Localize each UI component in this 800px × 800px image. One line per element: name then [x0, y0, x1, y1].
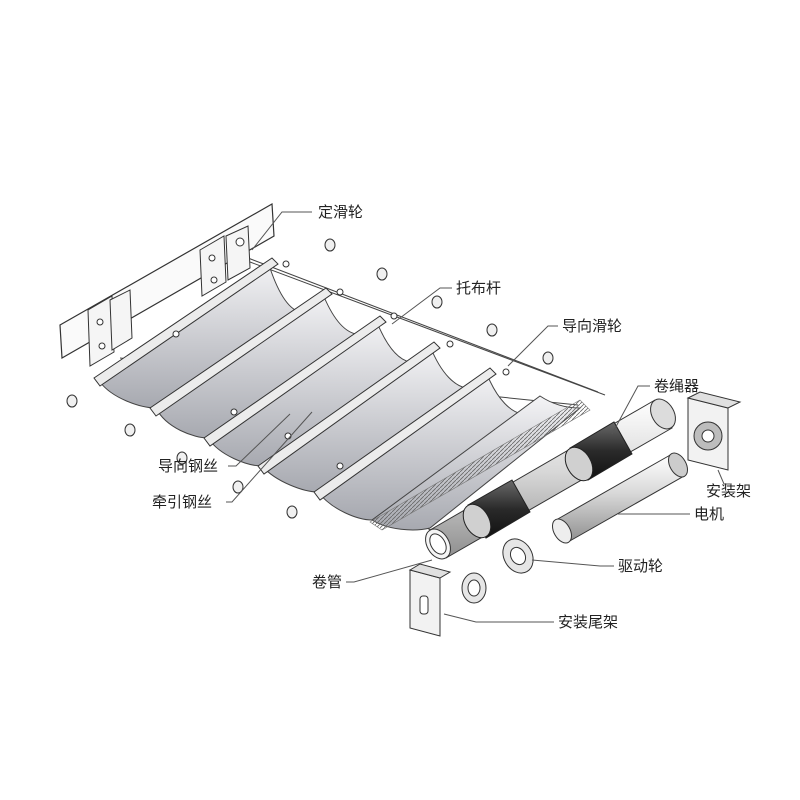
drive-wheel [502, 538, 534, 574]
label-tail-bracket: 安装尾架 [558, 613, 618, 631]
end-caps [66, 238, 554, 519]
cloth-bar-5 [313, 367, 497, 501]
cloth-bar-3 [203, 315, 387, 447]
label-traction-wire: 牵引钢丝 [152, 493, 212, 511]
label-guide-pulley: 导向滑轮 [562, 317, 622, 335]
label-drive-wheel: 驱动轮 [618, 557, 663, 575]
label-guide-wire: 导向钢丝 [158, 457, 218, 475]
leader-mount-bracket [717, 469, 730, 485]
motor [552, 452, 688, 544]
leader-traction-wire [226, 411, 313, 503]
leader-fixed-pulley [251, 211, 312, 251]
label-motor: 电机 [694, 505, 724, 523]
leader-drive-wheel [531, 559, 614, 567]
label-fixed-pulley: 定滑轮 [318, 203, 363, 221]
guide-wire-line-2 [247, 257, 599, 393]
leader-cloth-bar [391, 287, 452, 325]
leader-guide-wire [228, 413, 291, 467]
label-roller-tube: 卷管 [312, 573, 342, 591]
leader-rope-winder [611, 385, 650, 435]
leader-lines [226, 211, 730, 623]
rope-winders [462, 421, 633, 539]
leader-guide-pulley [507, 325, 558, 367]
mounting-bracket [686, 391, 742, 471]
leader-tail-bracket [443, 613, 554, 623]
fixed-pulley-brackets [87, 225, 251, 367]
cloth-bar-1 [93, 257, 279, 387]
cloth-bar-2 [149, 287, 333, 417]
label-cloth-bar: 托布杆 [456, 279, 501, 297]
cloth-bars [93, 257, 497, 501]
label-mount-bracket: 安装架 [706, 482, 751, 500]
fabric-edge-strip [369, 399, 591, 531]
label-rope-winder: 卷绳器 [654, 377, 699, 395]
tail-bracket [408, 563, 487, 637]
traction-wire-line-2 [249, 261, 606, 396]
cloth-bar-4 [257, 341, 441, 475]
leader-roller-tube [346, 559, 433, 583]
